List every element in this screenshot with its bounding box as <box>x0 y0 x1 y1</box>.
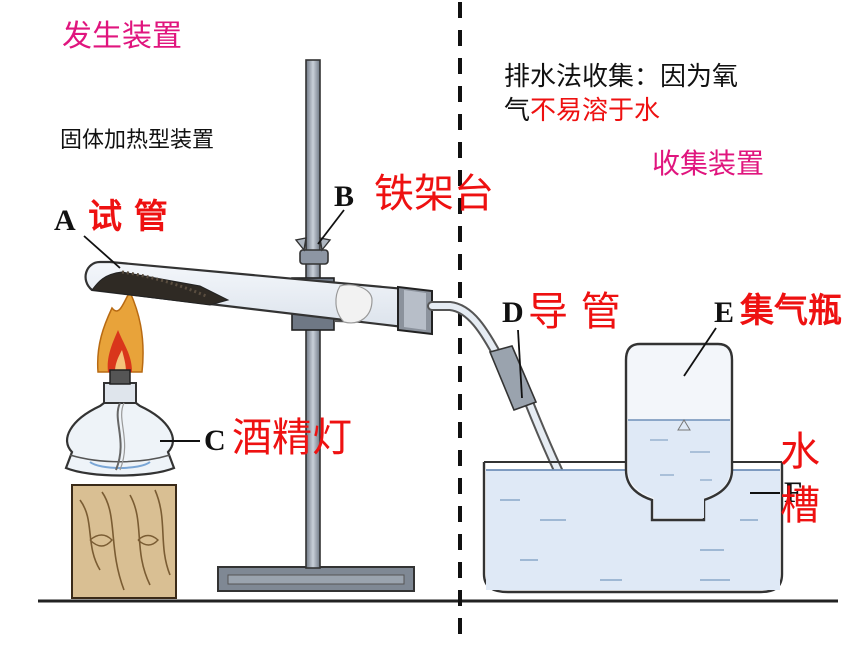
label-water-trough-2: 槽 <box>780 483 820 529</box>
wooden-block <box>71 484 177 599</box>
label-water-trough-1: 水 <box>780 429 820 475</box>
letter-f: F <box>784 476 803 509</box>
test-tube <box>84 260 433 336</box>
label-alcohol-lamp: 酒精灯 <box>232 415 352 461</box>
label-gas-bottle: 集气瓶 <box>740 291 842 331</box>
letter-d: D <box>502 296 524 329</box>
collection-method-line2-b: 不易溶于水 <box>530 96 661 126</box>
collector-title: 收集装置 <box>652 147 765 180</box>
collection-method-line1: 排水法收集：因为氧 <box>504 62 739 92</box>
letter-b: B <box>334 180 355 213</box>
letter-c: C <box>204 424 226 457</box>
heating-type-label: 固体加热型装置 <box>60 128 215 153</box>
collection-method-line2-a: 气 <box>504 96 531 126</box>
gas-collecting-bottle <box>624 342 734 522</box>
leader-line-a <box>83 235 121 269</box>
label-delivery-tube: 导 管 <box>528 289 621 335</box>
leader-line-d <box>517 329 523 399</box>
leader-line-b <box>317 209 345 245</box>
letter-a: A <box>54 204 76 237</box>
alcohol-lamp <box>64 290 176 477</box>
label-test-tube: 试 管 <box>88 197 168 237</box>
label-iron-stand: 铁架台 <box>374 171 494 217</box>
collection-method-line2: 气不易溶于水 <box>504 98 660 124</box>
letter-e: E <box>714 296 735 329</box>
generator-title: 发生装置 <box>62 19 182 54</box>
leader-line-e <box>683 327 717 377</box>
